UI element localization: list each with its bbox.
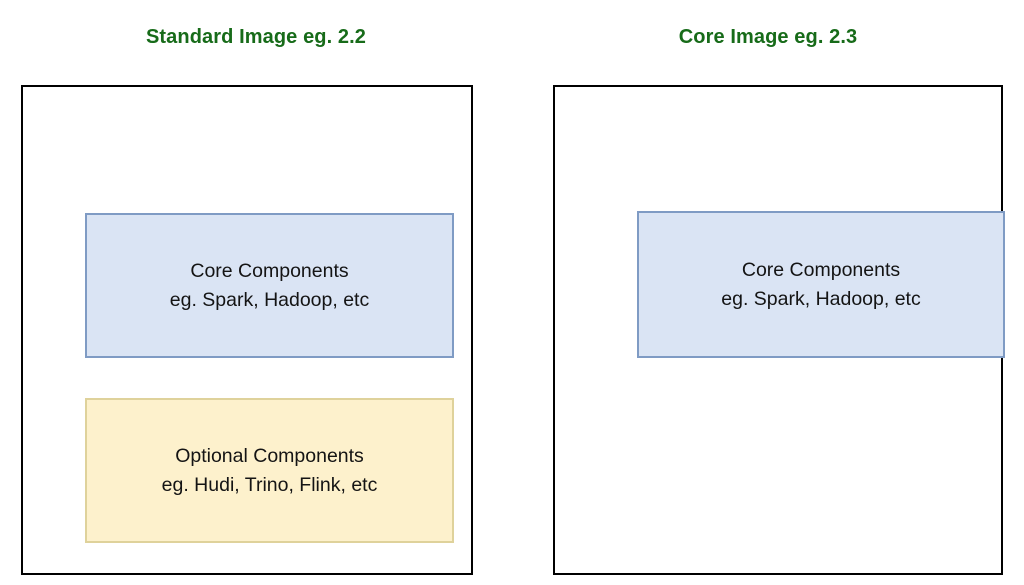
box-core-components-line-1: Core Components bbox=[190, 259, 349, 282]
outer-container-standard-image: Core Components eg. Spark, Hadoop, etc O… bbox=[21, 85, 473, 575]
panel-standard-image: Standard Image eg. 2.2 Core Components e… bbox=[21, 26, 473, 575]
box-core-components-line-1: Core Components bbox=[741, 258, 901, 281]
box-core-components: Core Components eg. Spark, Hadoop, etc bbox=[637, 211, 1005, 358]
box-core-components: Core Components eg. Spark, Hadoop, etc bbox=[85, 213, 454, 358]
panel-core-image: Core Image eg. 2.3 Core Components eg. S… bbox=[512, 0, 1024, 585]
panel-title-core-image: Core Image eg. 2.3 bbox=[678, 26, 858, 48]
outer-container-core-image: Core Components eg. Spark, Hadoop, etc bbox=[553, 85, 1005, 575]
box-optional-components: Optional Components eg. Hudi, Trino, Fli… bbox=[85, 398, 454, 543]
panel-title-standard-image: Standard Image eg. 2.2 bbox=[145, 26, 367, 48]
box-core-components-line-2: eg. Spark, Hadoop, etc bbox=[721, 287, 921, 310]
box-core-components-line-2: eg. Spark, Hadoop, etc bbox=[169, 288, 370, 311]
box-optional-components-line-2: eg. Hudi, Trino, Flink, etc bbox=[161, 473, 378, 496]
box-optional-components-line-1: Optional Components bbox=[175, 444, 364, 467]
